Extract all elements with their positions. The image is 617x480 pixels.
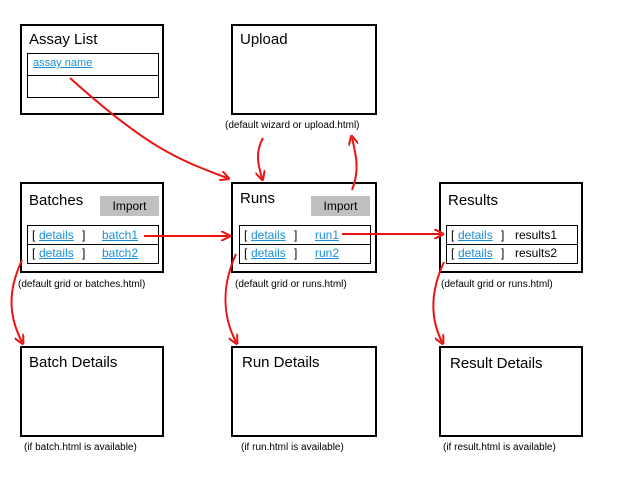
runs-table: [ details ] run1 [ details ] run2 <box>239 225 371 264</box>
batch2-details-link[interactable]: details <box>39 246 74 260</box>
arrow-upload-to-runs <box>258 137 263 178</box>
row-divider <box>447 244 577 245</box>
table-row: assay name <box>28 55 158 73</box>
run1-details-link[interactable]: details <box>251 228 286 242</box>
run1-link[interactable]: run1 <box>315 228 340 242</box>
row-divider <box>28 75 158 76</box>
result-details-box: Result Details <box>439 346 583 437</box>
bracket-open: [ <box>244 228 248 242</box>
results-caption: (default grid or runs.html) <box>441 279 553 290</box>
run2-link[interactable]: run2 <box>315 246 340 260</box>
table-row: [ details ] run2 <box>240 245 370 263</box>
bracket-open: [ <box>451 228 455 242</box>
batches-table: [ details ] batch1 [ details ] batch2 <box>27 225 159 264</box>
run-details-caption: (if run.html is available) <box>241 442 344 453</box>
batches-title: Batches <box>29 192 84 209</box>
batch1-link[interactable]: batch1 <box>102 228 139 242</box>
batches-import-button[interactable]: Import <box>100 196 159 216</box>
assay-list-box: Assay List assay name <box>20 24 164 115</box>
bracket-close: ] <box>294 246 298 260</box>
bracket-close: ] <box>501 228 505 242</box>
arrow-results-to-result-details <box>432 261 445 342</box>
table-row: [ details ] batch1 <box>28 227 158 245</box>
assay-list-title: Assay List <box>29 31 98 48</box>
batch-details-box: Batch Details <box>20 346 164 437</box>
run-details-box: Run Details <box>231 346 377 437</box>
bracket-close: ] <box>501 246 505 260</box>
row-divider <box>240 244 370 245</box>
batch-details-title: Batch Details <box>29 354 118 371</box>
results1-details-link[interactable]: details <box>458 228 493 242</box>
run2-details-link[interactable]: details <box>251 246 286 260</box>
bracket-close: ] <box>82 228 86 242</box>
batch2-link[interactable]: batch2 <box>102 246 139 260</box>
batches-caption: (default grid or batches.html) <box>18 279 146 290</box>
table-row: [ details ] batch2 <box>28 245 158 263</box>
bracket-open: [ <box>244 246 248 260</box>
runs-box: Runs Import [ details ] run1 [ details ]… <box>231 182 377 273</box>
upload-caption: (default wizard or upload.html) <box>225 120 360 131</box>
batches-box: Batches Import [ details ] batch1 [ deta… <box>20 182 164 273</box>
upload-title: Upload <box>240 31 288 48</box>
result-details-caption: (if result.html is available) <box>443 442 556 453</box>
bracket-open: [ <box>32 246 36 260</box>
assay-list-table: assay name <box>27 53 159 98</box>
results-box: Results [ details ] results1 [ details ]… <box>439 182 583 273</box>
bracket-open: [ <box>451 246 455 260</box>
runs-title: Runs <box>240 190 276 207</box>
table-row: [ details ] run1 <box>240 227 370 245</box>
results2-details-link[interactable]: details <box>458 246 493 260</box>
results-table: [ details ] results1 [ details ] results… <box>446 225 578 264</box>
bracket-close: ] <box>82 246 86 260</box>
result-details-title: Result Details <box>450 355 543 372</box>
table-row: [ details ] results1 <box>447 227 577 245</box>
upload-box: Upload <box>231 24 377 115</box>
bracket-open: [ <box>32 228 36 242</box>
batch-details-caption: (if batch.html is available) <box>24 442 137 453</box>
bracket-close: ] <box>294 228 298 242</box>
results-title: Results <box>448 192 499 209</box>
batch1-details-link[interactable]: details <box>39 228 74 242</box>
runs-import-button[interactable]: Import <box>311 196 370 216</box>
results2-label: results2 <box>515 246 558 260</box>
table-row: [ details ] results2 <box>447 245 577 263</box>
assay-name-link[interactable]: assay name <box>33 57 93 69</box>
row-divider <box>28 244 158 245</box>
results1-label: results1 <box>515 228 558 242</box>
run-details-title: Run Details <box>242 354 320 371</box>
runs-caption: (default grid or runs.html) <box>235 279 347 290</box>
